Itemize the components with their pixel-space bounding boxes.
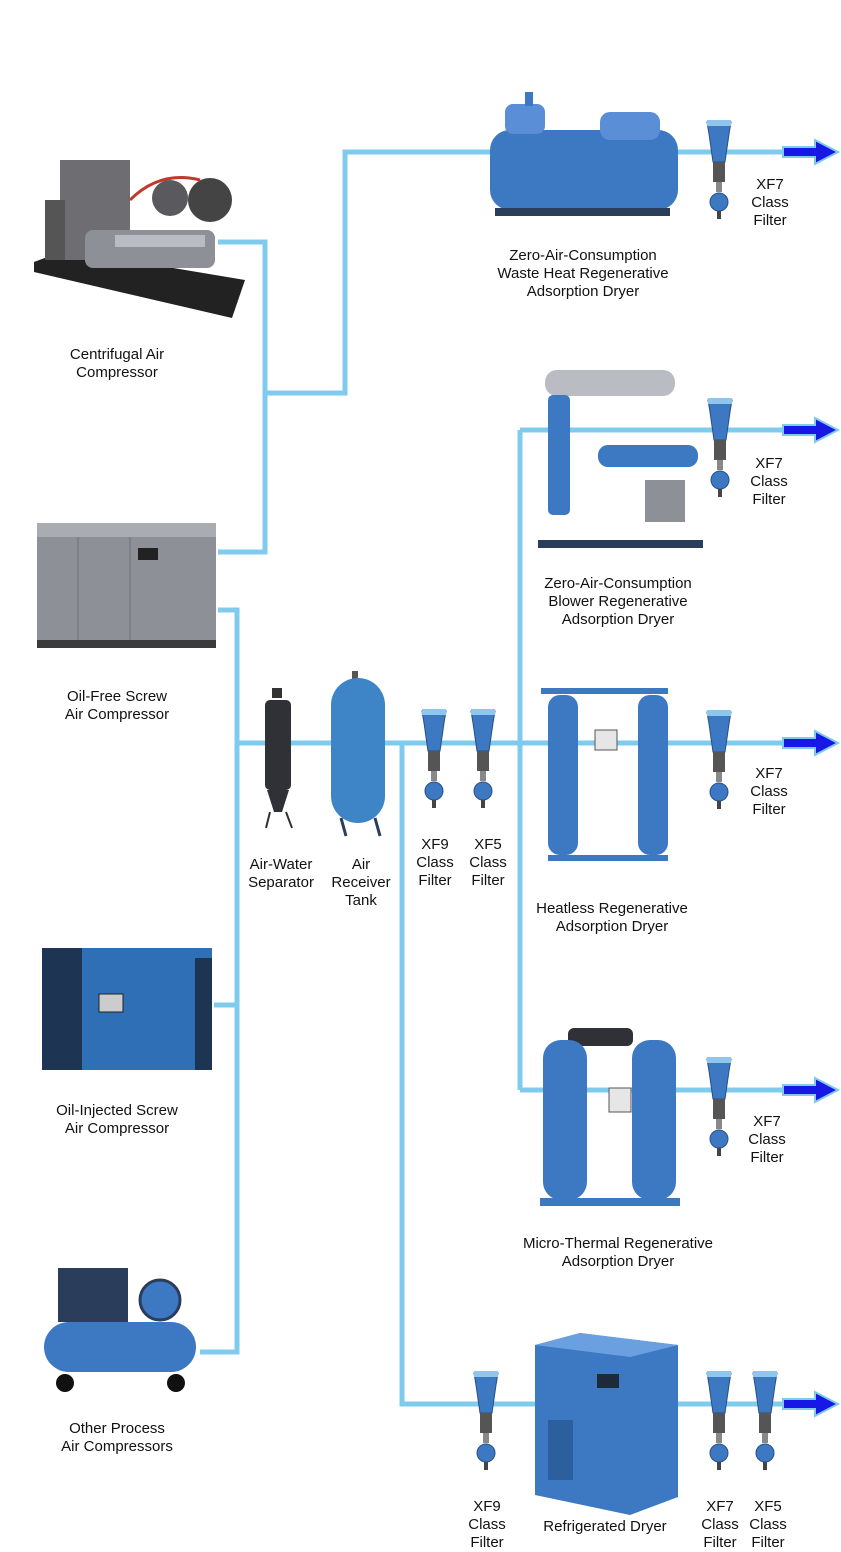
xf7-filter-icon: [707, 397, 733, 498]
xf9-filter-icon: [473, 1370, 499, 1471]
label-xf9-filter: XF9 Class Filter: [468, 1498, 506, 1551]
label-refrigerated-dryer: Refrigerated Dryer: [543, 1518, 667, 1535]
xf7-filter-icon: [706, 1056, 732, 1157]
oil-injected-compressor-icon: [42, 948, 212, 1070]
xf9-filter-icon: [421, 708, 447, 809]
centrifugal-compressor-icon: [34, 160, 245, 318]
label-blower-dryer: Zero-Air-Consumption Blower Regenerative…: [544, 575, 692, 628]
label-oil-injected-compressor: Oil-Injected Screw Air Compressor: [56, 1102, 178, 1137]
label-xf5-filter: XF5 Class Filter: [469, 836, 507, 889]
xf7-filter-icon: [706, 119, 732, 220]
label-heatless-dryer: Heatless Regenerative Adsorption Dryer: [536, 900, 688, 935]
pipe-lower-compressor-bus: [200, 607, 240, 1355]
label-waste-heat-dryer: Zero-Air-Consumption Waste Heat Regenera…: [497, 247, 669, 300]
outlet-arrows: [782, 138, 841, 1418]
label-xf9-filter: XF9 Class Filter: [416, 836, 454, 889]
label-oil-free-compressor: Oil-Free Screw Air Compressor: [64, 688, 170, 723]
refrigerated-dryer-icon: [535, 1333, 678, 1515]
label-centrifugal-compressor: Centrifugal Air Compressor: [69, 346, 165, 381]
label-xf7-filter: XF7 Class Filter: [751, 176, 789, 229]
blower-dryer-icon: [538, 370, 703, 548]
heatless-dryer-icon: [541, 688, 668, 861]
arrow-icon: [782, 1076, 841, 1104]
label-xf7-filter: XF7 Class Filter: [748, 1113, 786, 1166]
micro-thermal-dryer-icon: [540, 1028, 680, 1206]
xf5-filter-icon: [470, 708, 496, 809]
arrow-icon: [782, 138, 841, 166]
xf7-filter-icon: [706, 1370, 732, 1471]
separator-icon: [265, 688, 293, 829]
label-micro-thermal-dryer: Micro-Thermal Regenerative Adsorption Dr…: [522, 1235, 714, 1270]
label-receiver-tank: Air Receiver Tank: [331, 856, 391, 909]
arrow-icon: [782, 729, 841, 757]
receiver-tank-icon: [331, 671, 385, 837]
arrow-icon: [782, 416, 841, 444]
xf5-filter-icon: [752, 1370, 778, 1471]
label-separator: Air-Water Separator: [248, 856, 314, 891]
label-xf5-filter: XF5 Class Filter: [749, 1498, 787, 1551]
oil-free-compressor-icon: [37, 523, 216, 648]
label-xf7-filter: XF7 Class Filter: [750, 455, 788, 508]
other-compressor-icon: [44, 1268, 196, 1392]
waste-heat-dryer-icon: [490, 92, 678, 216]
arrow-icon: [782, 1390, 841, 1418]
label-xf7-filter: XF7 Class Filter: [701, 1498, 739, 1551]
label-other-compressors: Other Process Air Compressors: [61, 1420, 173, 1455]
xf7-filter-icon: [706, 709, 732, 810]
pipe-refrigerated-drop: [399, 743, 800, 1407]
pipe-centrifugal-branch: [218, 239, 268, 555]
label-xf7-filter: XF7 Class Filter: [750, 765, 788, 818]
